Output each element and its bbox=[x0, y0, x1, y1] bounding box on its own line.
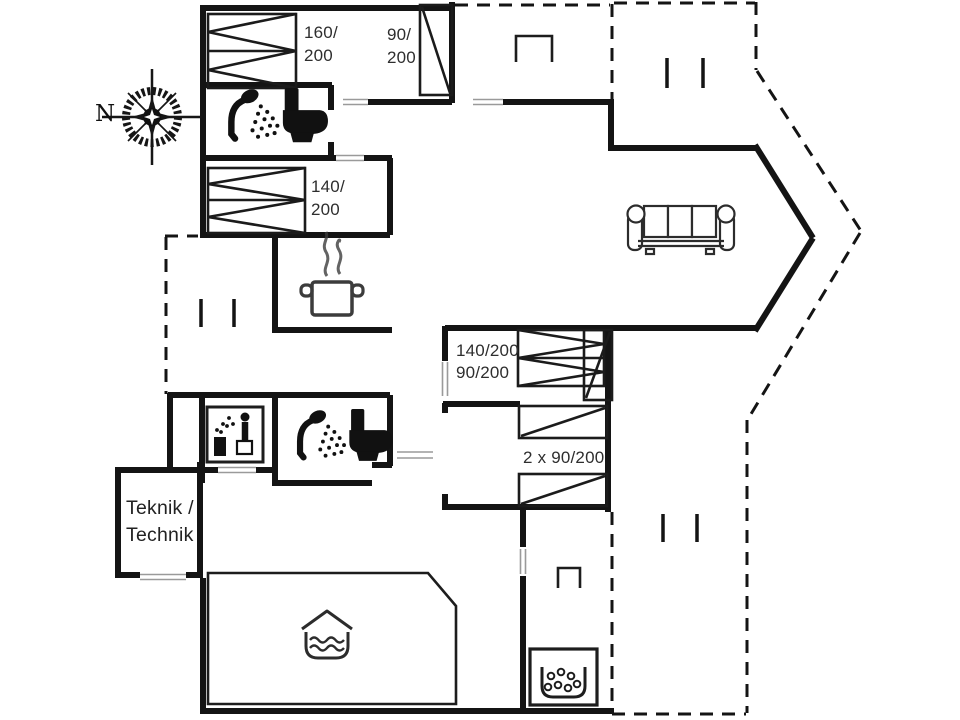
room-label-line: Technik bbox=[126, 524, 194, 546]
bed-size-label-line: 140/200 bbox=[456, 341, 519, 360]
door-window-marks bbox=[140, 98, 527, 581]
bed-size-label-90-200: 90/ 200 bbox=[387, 23, 416, 69]
bed-140x200 bbox=[206, 166, 307, 235]
sofa-icon bbox=[626, 204, 736, 256]
terrace-post-marks bbox=[199, 58, 705, 542]
bed-size-label-line: 200 bbox=[311, 200, 340, 219]
bed-size-label-line: 90/200 bbox=[456, 363, 510, 382]
grill-marker bbox=[514, 34, 582, 588]
bed-combo-140-90 bbox=[516, 328, 614, 402]
bed-size-label-line: 140/ bbox=[311, 177, 345, 196]
shower-toilet-icons bbox=[300, 408, 392, 461]
bed-size-label-2x90-200: 2 x 90/200 bbox=[523, 446, 604, 469]
bed-160x200 bbox=[206, 12, 298, 90]
bed-size-label-line: 200 bbox=[387, 48, 416, 67]
bathroom-top bbox=[231, 87, 328, 143]
sauna-icon bbox=[205, 405, 265, 464]
shower-toilet-icons bbox=[231, 87, 328, 143]
bathroom-middle bbox=[300, 408, 392, 461]
terrace-dashed-outline bbox=[164, 1, 863, 716]
bed-size-label-line: 90/ bbox=[387, 25, 412, 44]
compass-rose-icon bbox=[102, 69, 202, 165]
bed-size-label-line: 160/ bbox=[304, 23, 338, 42]
bed-90x200 bbox=[418, 3, 454, 97]
compass-label: N bbox=[95, 101, 116, 127]
bed-size-label-combo: 140/200 90/200 bbox=[456, 340, 519, 384]
bed-symbols bbox=[206, 3, 614, 508]
room-label-technical: Teknik / Technik bbox=[126, 495, 194, 549]
swimming-pool bbox=[206, 571, 458, 706]
bed-size-label-160-200: 160/ 200 bbox=[304, 21, 338, 67]
bed-size-label-line: 200 bbox=[304, 46, 333, 65]
room-label-line: Teknik / bbox=[126, 497, 194, 519]
swimming-pool-icon bbox=[301, 609, 353, 660]
cooking-pot-icon bbox=[299, 231, 365, 317]
beds-2x90 bbox=[517, 404, 609, 508]
whirlpool-icon bbox=[528, 647, 599, 707]
bed-size-label-140-200: 140/ 200 bbox=[311, 175, 345, 221]
bed-size-label-line: 2 x 90/200 bbox=[523, 448, 605, 467]
